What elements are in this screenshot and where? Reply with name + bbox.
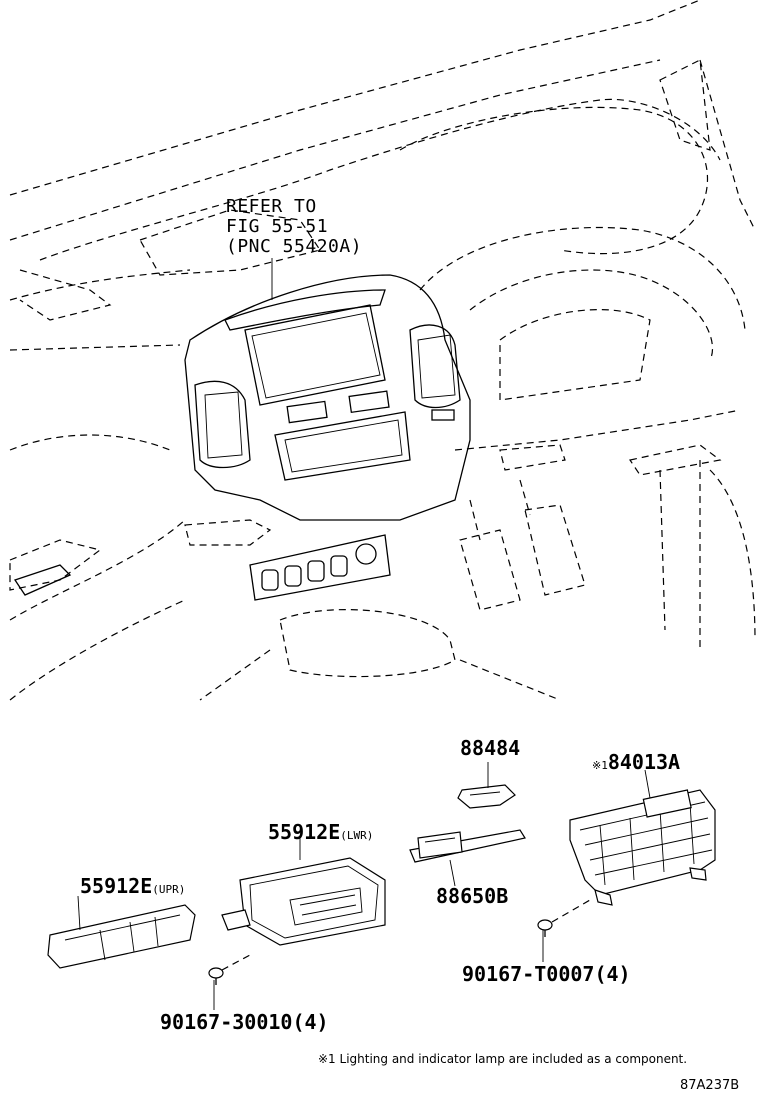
figure-code: 87A237B [680,1078,740,1093]
part-55912e-lwr-shape [221,838,386,946]
screw-90167-t0007-shape [537,899,591,962]
note-marker: ※1 [592,759,608,772]
part-label-88650b: 88650B [436,884,509,908]
refer-label-line1: REFER TO [226,196,317,217]
part-suffix-upr: (UPR) [152,883,186,896]
refer-label-line3: (PNC 55420A) [226,236,363,257]
part-suffix-lwr: (LWR) [340,829,374,842]
refer-label-line2: FIG 55-51 [226,216,329,237]
part-label-88484: 88484 [460,736,521,760]
part-number-55912e-upr: 55912E [80,874,153,898]
part-label-55912e-upr: 55912E(UPR) [80,876,185,900]
dashboard-illustration [9,0,756,701]
part-84013a-shape [569,769,716,906]
part-88484-shape [457,762,516,809]
part-label-90167-30010: 90167-30010(4) [160,1010,329,1034]
screw-90167-30010-shape [208,954,251,1010]
part-label-55912e-lwr: 55912E(LWR) [268,822,373,846]
part-number-84013a: 84013A [607,750,681,774]
footnote: ※1 Lighting and indicator lamp are inclu… [318,1052,688,1066]
part-55912e-upr-shape [47,895,196,969]
part-label-90167-t0007: 90167-T0007(4) [462,962,631,986]
part-88650b-shape [409,829,526,887]
part-label-84013a: ※184013A [592,752,680,776]
part-number-55912e-lwr: 55912E [268,820,341,844]
